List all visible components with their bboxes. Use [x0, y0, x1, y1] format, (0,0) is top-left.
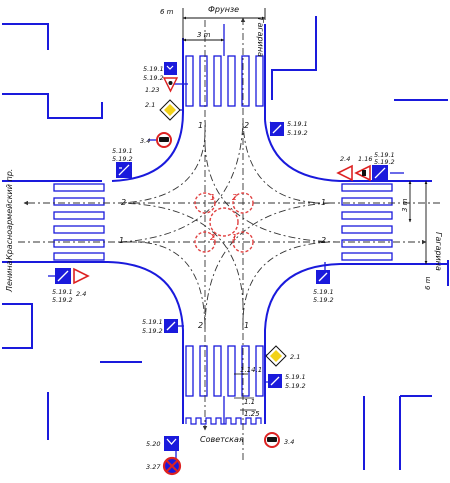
sign-posts	[48, 83, 404, 460]
label-right-24: 2.4	[340, 155, 350, 163]
label-520: 5.20	[146, 440, 160, 448]
main-road-sign-top	[159, 99, 181, 121]
conflict-points	[194, 192, 254, 253]
crosswalk-south	[185, 345, 264, 397]
crosswalk-sign-left	[116, 162, 132, 178]
crosswalk-sign-bottom-left	[164, 319, 178, 333]
dimension-lines	[182, 8, 428, 265]
label-327: 3.27	[146, 463, 161, 471]
crosswalk-north	[185, 55, 264, 107]
crosswalk-sign-left-lower	[55, 268, 71, 284]
label-left-lower-5191: 5.19.1	[52, 288, 73, 296]
svg-text:1: 1	[244, 321, 249, 330]
label-top-right-5191: 5.19.1	[287, 120, 308, 128]
street-left: Красноармейский пр.	[5, 169, 14, 260]
svg-text:2: 2	[321, 236, 326, 245]
label-left-5192: 5.19.2	[112, 155, 133, 163]
svg-text:2: 2	[121, 198, 126, 207]
block-outlines	[2, 16, 449, 470]
lane-numbers: 2 1 1 2 1 2 2 1 1 2 2 1	[119, 121, 326, 330]
label-34-bottom: 3.4	[284, 438, 294, 446]
svg-text:2: 2	[232, 193, 237, 202]
svg-text:1: 1	[210, 193, 215, 202]
svg-text:2: 2	[210, 233, 215, 242]
label-left-lower-24: 2.4	[76, 290, 86, 298]
label-34-top: 3.4	[140, 137, 150, 145]
dim-right-width: 6 m	[424, 276, 432, 290]
no-overtaking-sign-top	[156, 132, 172, 148]
svg-text:1: 1	[232, 233, 237, 242]
label-right-116: 1.16	[358, 155, 372, 163]
street-right: Гагарина	[434, 232, 443, 271]
label-left-5191: 5.19.1	[112, 147, 133, 155]
traffic-paths	[18, 17, 440, 460]
label-123: 1.23	[145, 86, 159, 94]
svg-text:2: 2	[244, 121, 249, 130]
road-edges	[2, 24, 448, 424]
crosswalk-sign-right-lower	[316, 270, 330, 284]
label-bottom-left-5192: 5.19.2	[142, 327, 163, 335]
street-left-lower: Ленина	[5, 260, 14, 293]
no-overtaking-sign-bottom	[264, 432, 280, 448]
warning-sign-right	[354, 164, 371, 182]
label-21-top: 2.1	[145, 101, 155, 109]
street-bottom: Советская	[200, 435, 244, 444]
dim-right-lane: 3 m	[401, 198, 409, 212]
street-top-left: Фрунзе	[208, 5, 239, 14]
label-bottom-left-5191: 5.19.1	[142, 318, 163, 326]
street-top-right: Гагарина	[256, 18, 265, 57]
crosswalk-sign-bottom-right	[268, 374, 282, 388]
dim-top-lane: 3 m	[197, 31, 211, 39]
crosswalk-west	[53, 183, 105, 261]
sign-5191-top	[164, 62, 177, 75]
label-right-lower-5191: 5.19.1	[313, 288, 334, 296]
label-marking-125: 1.25	[244, 410, 260, 418]
marking-leaders	[234, 373, 256, 411]
svg-text:1: 1	[198, 121, 203, 130]
label-left-lower-5192: 5.19.2	[52, 296, 73, 304]
crosswalk-east	[341, 183, 393, 261]
svg-text:2: 2	[198, 321, 203, 330]
label-top-right-5192: 5.19.2	[287, 129, 308, 137]
main-road-sign-bottom	[265, 345, 287, 367]
sign-123-top	[162, 77, 179, 93]
dead-end-sign	[164, 436, 179, 451]
label-right-5192: 5.19.2	[374, 158, 395, 166]
label-right-lower-5192: 5.19.2	[313, 296, 334, 304]
svg-text:1: 1	[119, 236, 124, 245]
label-5192-top: 5.19.2	[143, 74, 164, 82]
yield-sign-right	[336, 164, 353, 182]
label-5191-top: 5.19.1	[143, 65, 164, 73]
no-stopping-sign	[162, 456, 182, 476]
yield-sign-left-lower	[73, 267, 90, 285]
label-bottom-5192: 5.19.2	[285, 382, 306, 390]
dim-top-width: 6 m	[160, 8, 174, 16]
label-bottom-5191: 5.19.1	[285, 373, 306, 381]
crosswalk-sign-top-right	[270, 122, 284, 136]
label-marking-141: 1.14.1	[240, 366, 262, 374]
crosswalk-sign-right	[372, 165, 388, 181]
zigzag-marking	[185, 417, 262, 425]
svg-text:1: 1	[321, 198, 326, 207]
label-marking-11: 1.1	[244, 398, 255, 406]
label-21-bottom: 2.1	[290, 353, 300, 361]
label-right-5191: 5.19.1	[374, 151, 395, 159]
